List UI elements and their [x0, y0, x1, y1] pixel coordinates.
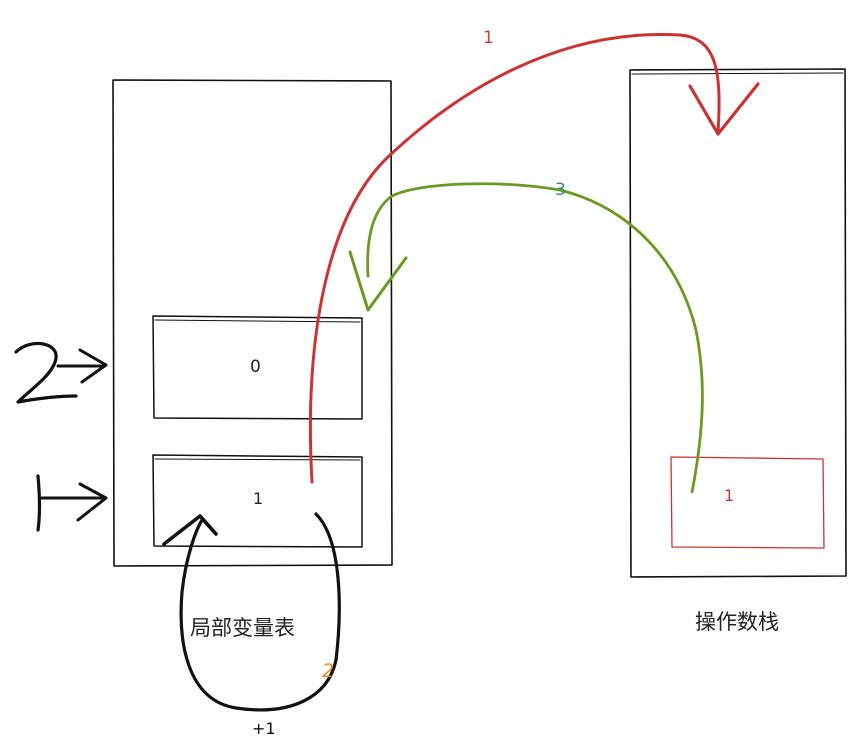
step-1-number: 1: [483, 28, 494, 48]
index-mark-2: [14, 341, 108, 404]
local-variable-table-label: 局部变量表: [190, 616, 295, 640]
slot-box-1: [152, 454, 363, 548]
step-2-number: 2: [322, 660, 335, 682]
local-variable-table-frame: [112, 79, 393, 567]
operand-stack-frame: [629, 68, 847, 578]
step-3-number: 3: [555, 180, 566, 200]
step-3-arrow: [348, 182, 704, 494]
slot-1-value: 1: [253, 489, 264, 508]
stack-entry-value: 1: [724, 486, 735, 505]
slot-0-value: 0: [250, 357, 261, 377]
slot-box-0: [152, 315, 363, 420]
index-mark-1: [36, 474, 108, 532]
operand-stack-label: 操作数栈: [695, 610, 779, 634]
stack-entry-box: [670, 456, 825, 549]
step-1-arrow: [308, 32, 760, 484]
step-2-increment-loop: [162, 512, 341, 712]
increment-label: +1: [252, 719, 276, 738]
